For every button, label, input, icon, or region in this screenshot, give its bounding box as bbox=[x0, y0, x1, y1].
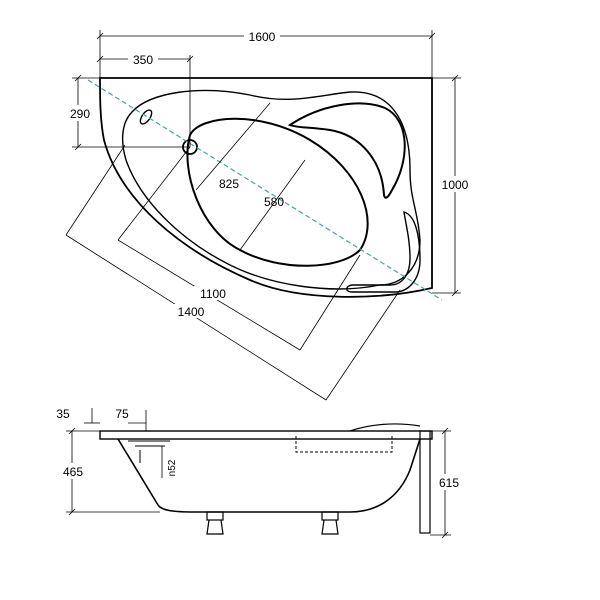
side-panel bbox=[419, 430, 431, 534]
side-view: 35 75 465 615 bbox=[56, 407, 464, 539]
overflow-hole bbox=[139, 109, 153, 125]
dim-inner-length-label: 825 bbox=[219, 177, 239, 191]
dim-offset: 75 bbox=[115, 407, 147, 431]
tub-seat-contour bbox=[287, 102, 406, 199]
dim-depth-label: 465 bbox=[63, 465, 83, 479]
dim-depth: 465 bbox=[58, 427, 160, 516]
tub-axis-line bbox=[87, 79, 443, 301]
dim-inner-width-label: 580 bbox=[264, 195, 284, 209]
side-headrest-wave bbox=[349, 423, 421, 432]
dim-drain-y: 290 bbox=[66, 74, 190, 151]
dim-drain-x-label: 350 bbox=[133, 53, 153, 67]
dim-drain-y-label: 290 bbox=[70, 107, 90, 121]
dim-rim: 35 bbox=[56, 407, 100, 424]
dim-width-label: 1600 bbox=[249, 30, 276, 44]
tub-inner-bowl bbox=[186, 117, 369, 267]
tub-headrest bbox=[346, 211, 421, 293]
side-inner-contour bbox=[295, 436, 393, 453]
dim-height: 1000 bbox=[432, 74, 474, 297]
side-feet bbox=[206, 511, 339, 535]
dim-inner: 825 580 bbox=[195, 102, 306, 251]
dim-diag-inner-label: 1100 bbox=[200, 287, 226, 301]
top-view: 1600 350 290 10 bbox=[65, 28, 474, 401]
dim-offset-label: 75 bbox=[115, 407, 129, 421]
dim-height-label: 1000 bbox=[442, 178, 469, 192]
tub-outer-contour bbox=[99, 77, 433, 298]
side-rim bbox=[99, 430, 433, 440]
dim-total-height-label: 615 bbox=[439, 476, 459, 490]
dim-diagonal: 1100 1400 bbox=[65, 144, 401, 401]
dim-drain-label: n52 bbox=[167, 459, 178, 476]
dim-drain-height: n52 bbox=[161, 446, 178, 478]
dim-diag-outer-label: 1400 bbox=[178, 305, 205, 319]
side-drain-pipe bbox=[128, 440, 170, 463]
side-tub-body bbox=[117, 438, 421, 513]
dim-total-height: 615 bbox=[430, 427, 464, 539]
dim-width: 1600 bbox=[96, 28, 436, 78]
tub-rim-line bbox=[121, 89, 421, 290]
dim-rim-label: 35 bbox=[56, 407, 70, 421]
dim-drain-x: 350 bbox=[96, 51, 194, 147]
